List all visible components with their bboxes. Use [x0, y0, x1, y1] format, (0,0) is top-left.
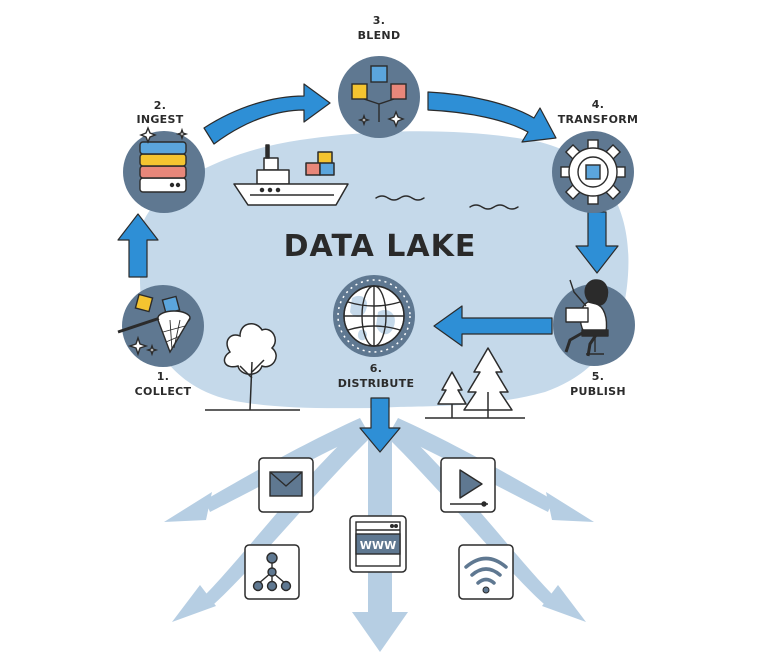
video-play-icon: [450, 469, 488, 507]
step-publish: 5. PUBLISH: [553, 279, 635, 398]
arrow-transform-to-publish: [575, 211, 619, 274]
step-number: 3.: [373, 14, 385, 27]
cargo-ship-illustration: [233, 144, 349, 206]
network-icon: [252, 552, 292, 592]
fanout-arrowhead-right-upper: [546, 492, 594, 522]
gear-icon: [560, 139, 626, 205]
step-ingest: 2. INGEST: [123, 99, 205, 213]
channel-email: [258, 457, 314, 513]
channel-www: WWW: [349, 515, 407, 573]
net-icon: [117, 293, 191, 357]
step-number: 1.: [157, 370, 169, 383]
step-number: 5.: [592, 370, 604, 383]
fanout-arrowhead-left-upper: [164, 492, 212, 522]
arrow-collect-to-ingest: [117, 213, 159, 278]
step-blend: 3. BLEND: [338, 14, 420, 138]
arrow-ingest-to-blend: [203, 83, 331, 145]
step-number: 4.: [592, 98, 604, 111]
step-collect: 1. COLLECT: [117, 285, 204, 398]
www-icon: WWW: [355, 521, 401, 567]
step-distribute: 6. DISTRIBUTE: [333, 275, 415, 390]
step-label: COLLECT: [135, 385, 192, 398]
www-text: WWW: [360, 539, 396, 552]
wifi-icon: [464, 556, 508, 594]
arrow-publish-to-distribute: [433, 305, 553, 347]
database-icon: [139, 126, 189, 193]
fanout-arrowhead-center: [352, 612, 408, 652]
channel-video: [440, 457, 496, 513]
wave: [375, 195, 425, 201]
globe-icon: [337, 279, 411, 353]
step-label: TRANSFORM: [558, 113, 639, 126]
arrow-distribute-down: [359, 397, 401, 453]
email-icon: [269, 471, 303, 497]
channel-wifi: [458, 544, 514, 600]
person-laptop-icon: [564, 279, 609, 357]
step-transform: 4. TRANSFORM: [552, 98, 638, 213]
step-number: 6.: [370, 362, 382, 375]
fanout-arrowhead-right-lower: [542, 585, 586, 622]
step-label: PUBLISH: [570, 385, 626, 398]
arrow-blend-to-transform: [427, 91, 557, 143]
tree-illustration: [205, 323, 300, 411]
wave: [469, 204, 519, 210]
flow-arrows: [117, 83, 619, 453]
step-label: BLEND: [358, 29, 401, 42]
cubes-icon: [351, 65, 407, 128]
step-number: 2.: [154, 99, 166, 112]
pine-trees-illustration: [425, 347, 525, 419]
channel-network: [244, 544, 300, 600]
waves: [375, 195, 519, 210]
diagram-title: DATA LAKE: [284, 229, 477, 264]
step-label: DISTRIBUTE: [338, 377, 415, 390]
step-label: INGEST: [136, 113, 183, 126]
fanout-arrowhead-left-lower: [172, 585, 216, 622]
